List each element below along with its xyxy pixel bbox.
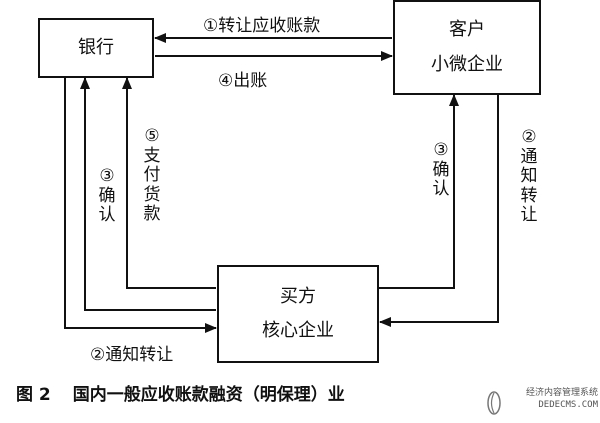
watermark-line1: 经济内容管理系统: [525, 388, 598, 398]
edge-label-payout: ④出账: [218, 71, 268, 91]
bank-label: 银行: [78, 36, 114, 58]
bank-box: 银行: [38, 18, 154, 78]
customer-label: 客户: [449, 19, 485, 41]
figure-title: 国内一般应收账款融资（明保理）业: [72, 385, 345, 405]
edge-label-notify-bottom: ②通知转让: [90, 345, 174, 365]
customer-box: 客户 小微企业: [393, 0, 541, 95]
arrow-confirm-left: [80, 77, 216, 311]
arrow-notify-right: [379, 95, 499, 327]
edge-label-transfer-receivables: ①转让应收账款: [203, 16, 321, 36]
figure-number: 图 2: [16, 385, 51, 405]
arrow-notify-bottom: [64, 76, 217, 333]
arrow-pay-goods: [122, 77, 216, 289]
customer-sublabel: 小微企业: [431, 53, 503, 75]
arrow-confirm-right: [378, 94, 459, 289]
buyer-label: 买方: [280, 285, 316, 307]
figure-caption: 图 2 国内一般应收账款融资（明保理）业: [16, 380, 345, 405]
buyer-sublabel: 核心企业: [262, 320, 334, 341]
watermark-logo-icon: [487, 391, 501, 415]
watermark-line2: DEDECMS.COM: [538, 399, 598, 410]
buyer-box: 买方 核心企业: [217, 265, 379, 363]
watermark: 经济内容管理系统 DEDECMS.COM: [486, 388, 598, 420]
